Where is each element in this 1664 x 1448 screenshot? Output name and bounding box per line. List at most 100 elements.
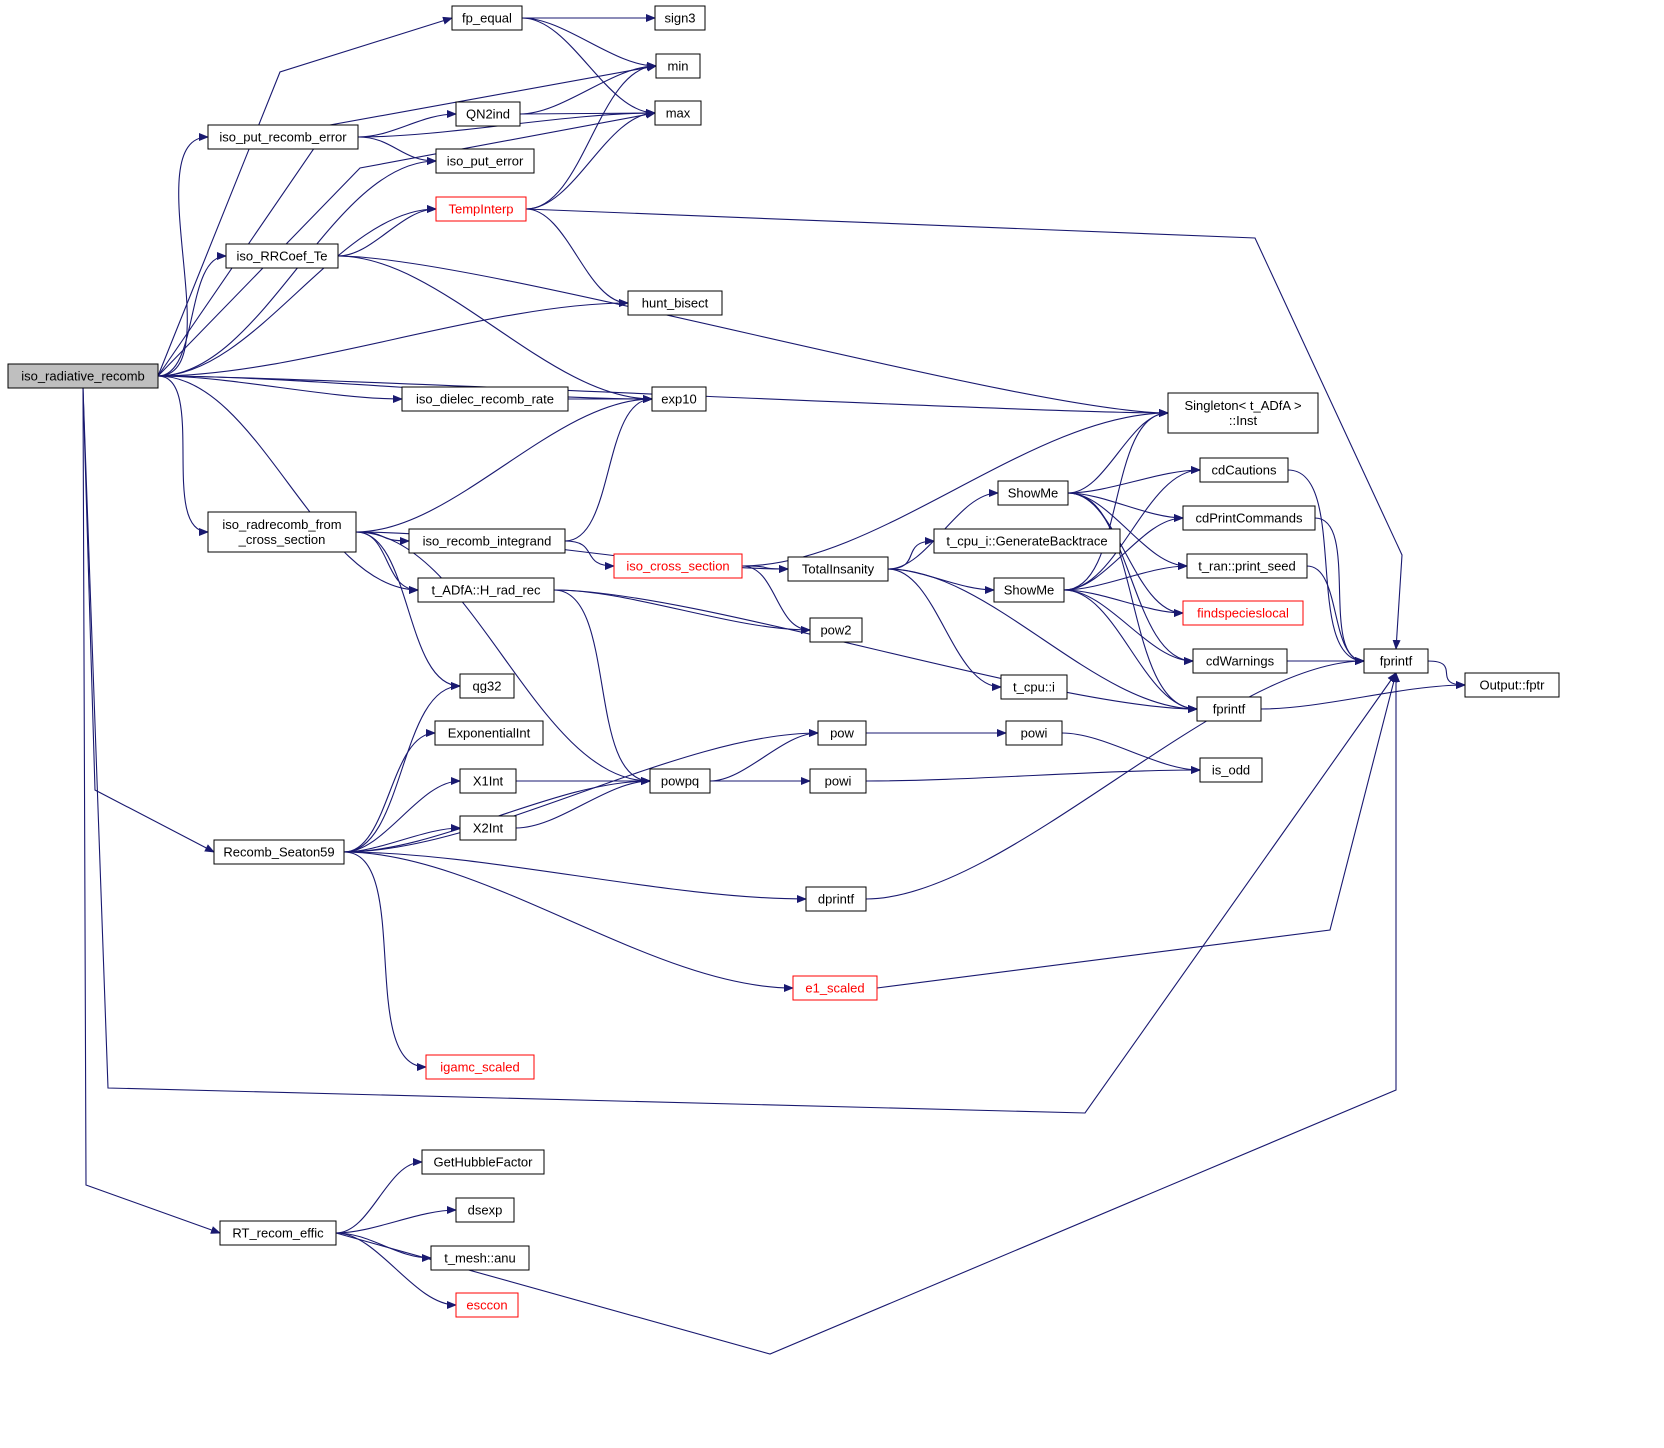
node-RT_recom_effic[interactable]: RT_recom_effic — [219, 1220, 337, 1246]
node-fp_equal[interactable]: fp_equal — [451, 5, 523, 31]
node-esccon[interactable]: esccon — [455, 1292, 519, 1318]
node-label-fp_equal: fp_equal — [462, 11, 512, 26]
node-iso_recomb_integrand[interactable]: iso_recomb_integrand — [408, 528, 566, 554]
node-showme1[interactable]: ShowMe — [997, 480, 1069, 506]
node-TotalInsanity[interactable]: TotalInsanity — [787, 556, 889, 582]
node-cdWarnings[interactable]: cdWarnings — [1192, 648, 1288, 674]
node-label-dprintf: dprintf — [818, 892, 855, 907]
node-exp10[interactable]: exp10 — [651, 386, 707, 412]
node-box-cdWarnings — [1192, 648, 1288, 674]
node-pow[interactable]: pow — [817, 720, 867, 746]
node-label-h_rad_rec: t_ADfA::H_rad_rec — [431, 583, 541, 598]
edge-dprintf-fprintf1 — [865, 657, 1365, 900]
node-box-fprintf1 — [1363, 648, 1429, 674]
node-box-TotalInsanity — [787, 556, 889, 582]
edge-cdPrintCommands-fprintf1 — [1314, 517, 1365, 665]
node-iso_radrecomb[interactable]: iso_radrecomb_from_cross_section — [207, 511, 357, 553]
node-t_cpu_i[interactable]: t_cpu::i — [1000, 674, 1068, 700]
node-sign3[interactable]: sign3 — [654, 5, 706, 31]
node-label-qg32: qg32 — [473, 679, 502, 694]
node-cdCautions[interactable]: cdCautions — [1199, 457, 1289, 483]
node-iso_put_recomb_error[interactable]: iso_put_recomb_error — [207, 124, 359, 150]
node-box-showme1 — [997, 480, 1069, 506]
edge-Recomb_Seaton59-dprintf — [343, 851, 807, 903]
node-fprintf2[interactable]: fprintf — [1196, 696, 1262, 722]
edge-showme2-findspecieslocal — [1063, 589, 1184, 617]
edge-iso_recomb_integrand-iso_cross_section — [564, 540, 615, 570]
edge-TotalInsanity-t_cpu_i — [887, 568, 1002, 691]
edge-iso_radiative_recomb-iso_put_recomb_error — [157, 133, 209, 377]
node-X1Int[interactable]: X1Int — [459, 768, 517, 794]
node-label-GetHubbleFactor: GetHubbleFactor — [434, 1155, 534, 1170]
node-box-e1_scaled — [792, 975, 878, 1001]
node-iso_RRCoef_Te[interactable]: iso_RRCoef_Te — [225, 243, 339, 269]
node-dsexp[interactable]: dsexp — [455, 1197, 515, 1223]
node-is_odd[interactable]: is_odd — [1199, 757, 1263, 783]
node-label-esccon: esccon — [466, 1298, 507, 1313]
node-max[interactable]: max — [654, 100, 702, 126]
node-singleton_inst[interactable]: Singleton< t_ADfA >::Inst — [1167, 392, 1319, 434]
node-generate_backtrace[interactable]: t_cpu_i::GenerateBacktrace — [933, 528, 1121, 554]
node-powpq[interactable]: powpq — [649, 768, 711, 794]
node-box-iso_dielec_recomb_rate — [401, 386, 569, 412]
node-iso_cross_section[interactable]: iso_cross_section — [613, 553, 743, 579]
node-hunt_bisect[interactable]: hunt_bisect — [627, 290, 723, 316]
node-label-output_fptr: Output::fptr — [1479, 678, 1545, 693]
node-Recomb_Seaton59[interactable]: Recomb_Seaton59 — [213, 839, 345, 865]
edge-Recomb_Seaton59-pow — [343, 729, 819, 853]
node-label-powi_b: powi — [825, 774, 852, 789]
node-label-findspecieslocal: findspecieslocal — [1197, 606, 1289, 621]
edge-Recomb_Seaton59-igamc_scaled — [343, 851, 427, 1071]
edge-showme2-print_seed — [1063, 562, 1188, 591]
node-powi_b[interactable]: powi — [809, 768, 867, 794]
node-label-powpq: powpq — [661, 774, 699, 789]
node-h_rad_rec[interactable]: t_ADfA::H_rad_rec — [417, 577, 555, 603]
edge-h_rad_rec-fprintf2 — [553, 589, 1198, 713]
edge-showme1-fprintf2 — [1067, 492, 1198, 713]
edge-TempInterp-min — [525, 62, 657, 210]
node-label-sign3: sign3 — [664, 11, 695, 26]
node-e1_scaled[interactable]: e1_scaled — [792, 975, 878, 1001]
node-box-t_mesh_anu — [430, 1245, 530, 1271]
node-iso_dielec_recomb_rate[interactable]: iso_dielec_recomb_rate — [401, 386, 569, 412]
node-t_mesh_anu[interactable]: t_mesh::anu — [430, 1245, 530, 1271]
node-qg32[interactable]: qg32 — [459, 673, 515, 699]
node-box-pow — [817, 720, 867, 746]
node-fprintf1[interactable]: fprintf — [1363, 648, 1429, 674]
node-X2Int[interactable]: X2Int — [459, 815, 517, 841]
node-label-RT_recom_effic: RT_recom_effic — [232, 1226, 324, 1241]
node-label-QN2ind: QN2ind — [466, 107, 510, 122]
node-GetHubbleFactor[interactable]: GetHubbleFactor — [421, 1149, 545, 1175]
node-box-powi_a — [1005, 720, 1063, 746]
node-box-generate_backtrace — [933, 528, 1121, 554]
node-igamc_scaled[interactable]: igamc_scaled — [425, 1054, 535, 1080]
node-label-TotalInsanity: TotalInsanity — [802, 562, 875, 577]
node-label-print_seed: t_ran::print_seed — [1198, 559, 1296, 574]
edge-cdCautions-fprintf1 — [1287, 469, 1365, 665]
node-TempInterp[interactable]: TempInterp — [435, 196, 527, 222]
node-showme2[interactable]: ShowMe — [993, 577, 1065, 603]
edge-showme1-cdCautions — [1067, 466, 1201, 494]
node-iso_put_error[interactable]: iso_put_error — [435, 148, 535, 174]
node-findspecieslocal[interactable]: findspecieslocal — [1182, 600, 1304, 626]
node-box-dsexp — [455, 1197, 515, 1223]
node-box-fp_equal — [451, 5, 523, 31]
node-QN2ind[interactable]: QN2ind — [455, 101, 521, 127]
edge-h_rad_rec-pow2 — [553, 589, 811, 634]
nodes-layer: iso_radiative_recomb fp_equal sign3 minQN2i… — [7, 5, 1560, 1318]
node-pow2[interactable]: pow2 — [809, 617, 863, 643]
node-label-cdCautions: cdCautions — [1211, 463, 1277, 478]
node-cdPrintCommands[interactable]: cdPrintCommands — [1182, 505, 1316, 531]
node-box-output_fptr — [1464, 672, 1560, 698]
node-min[interactable]: min — [655, 53, 701, 79]
node-box-iso_put_recomb_error — [207, 124, 359, 150]
edge-iso_radiative_recomb-max — [157, 110, 656, 377]
node-powi_a[interactable]: powi — [1005, 720, 1063, 746]
node-ExponentialInt[interactable]: ExponentialInt — [434, 720, 544, 746]
node-label-iso_put_error: iso_put_error — [447, 154, 524, 169]
node-output_fptr[interactable]: Output::fptr — [1464, 672, 1560, 698]
node-dprintf[interactable]: dprintf — [805, 886, 867, 912]
node-iso_radiative_recomb[interactable]: iso_radiative_recomb — [7, 363, 159, 389]
node-box-print_seed — [1186, 553, 1308, 579]
node-print_seed[interactable]: t_ran::print_seed — [1186, 553, 1308, 579]
